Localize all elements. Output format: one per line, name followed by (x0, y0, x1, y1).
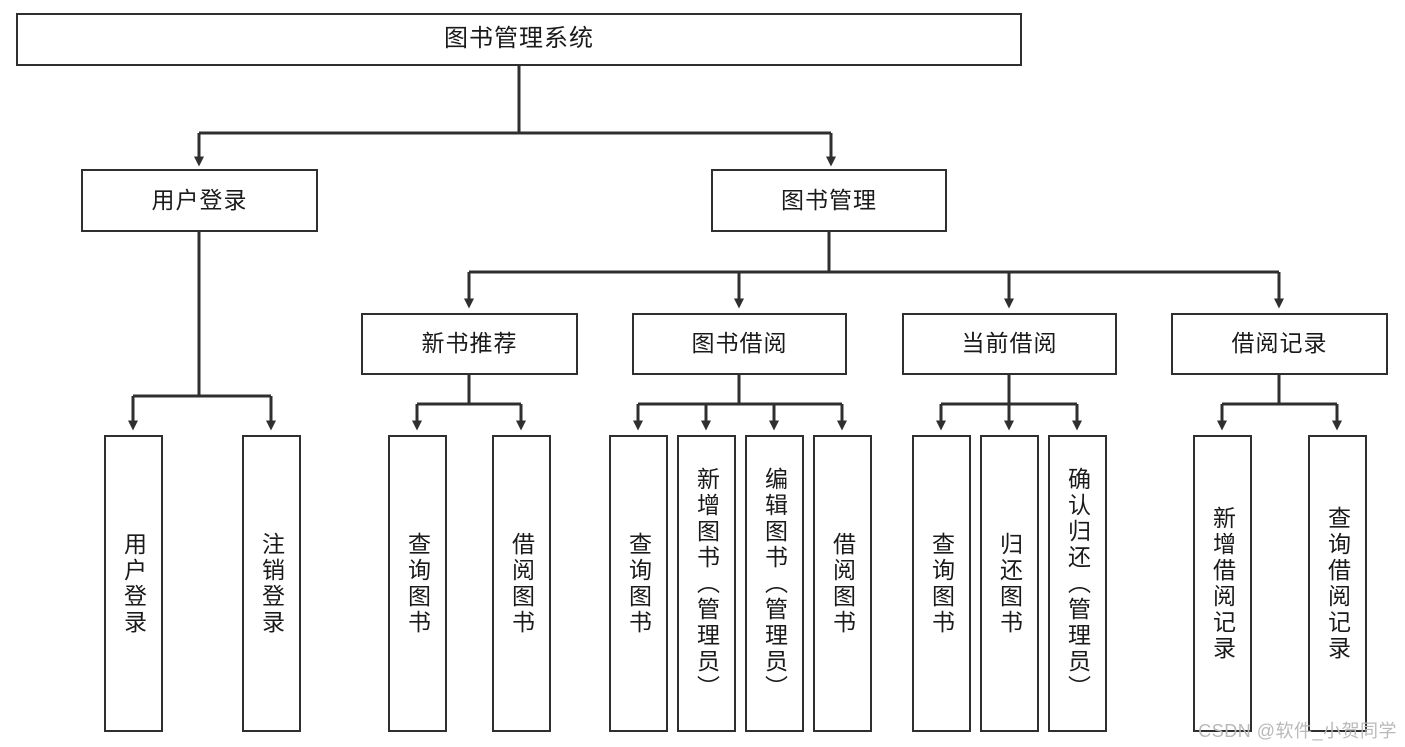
leaf-user-login-signout[interactable]: 注销登录 (242, 435, 301, 732)
leaf-label: 借阅图书 (508, 531, 535, 636)
leaf-label: 确认归还（管理员） (1064, 466, 1091, 701)
node-borrow-record[interactable]: 借阅记录 (1171, 313, 1388, 375)
leaf-borrow-add-book-admin[interactable]: 新增图书（管理员） (677, 435, 736, 732)
leaf-label: 注销登录 (258, 531, 285, 636)
leaf-label: 查询借阅记录 (1324, 505, 1351, 662)
node-book-borrow[interactable]: 图书借阅 (632, 313, 847, 375)
node-new-book-recommend[interactable]: 新书推荐 (361, 313, 578, 375)
leaf-label: 归还图书 (996, 531, 1023, 636)
node-book-management[interactable]: 图书管理 (711, 169, 947, 232)
leaf-current-confirm-return-admin[interactable]: 确认归还（管理员） (1048, 435, 1107, 732)
leaf-label: 新增图书（管理员） (693, 466, 720, 701)
node-user-login[interactable]: 用户登录 (81, 169, 318, 232)
node-root-system[interactable]: 图书管理系统 (16, 13, 1022, 66)
leaf-user-login-signin[interactable]: 用户登录 (104, 435, 163, 732)
leaf-current-query-book[interactable]: 查询图书 (912, 435, 971, 732)
leaf-label: 查询图书 (625, 531, 652, 636)
leaf-label: 查询图书 (928, 531, 955, 636)
leaf-new-book-query[interactable]: 查询图书 (388, 435, 447, 732)
leaf-label: 新增借阅记录 (1209, 505, 1236, 662)
leaf-new-book-borrow[interactable]: 借阅图书 (492, 435, 551, 732)
leaf-borrow-edit-book-admin[interactable]: 编辑图书（管理员） (745, 435, 804, 732)
csdn-watermark: CSDN @软件_小贺同学 (1198, 721, 1397, 741)
leaf-borrow-query-book[interactable]: 查询图书 (609, 435, 668, 732)
node-current-borrow[interactable]: 当前借阅 (902, 313, 1117, 375)
leaf-label: 用户登录 (120, 531, 147, 636)
leaf-label: 借阅图书 (829, 531, 856, 636)
leaf-record-query[interactable]: 查询借阅记录 (1308, 435, 1367, 732)
leaf-record-add[interactable]: 新增借阅记录 (1193, 435, 1252, 732)
leaf-label: 编辑图书（管理员） (761, 466, 788, 701)
leaf-current-return-book[interactable]: 归还图书 (980, 435, 1039, 732)
leaf-borrow-borrow-book[interactable]: 借阅图书 (813, 435, 872, 732)
leaf-label: 查询图书 (404, 531, 431, 636)
